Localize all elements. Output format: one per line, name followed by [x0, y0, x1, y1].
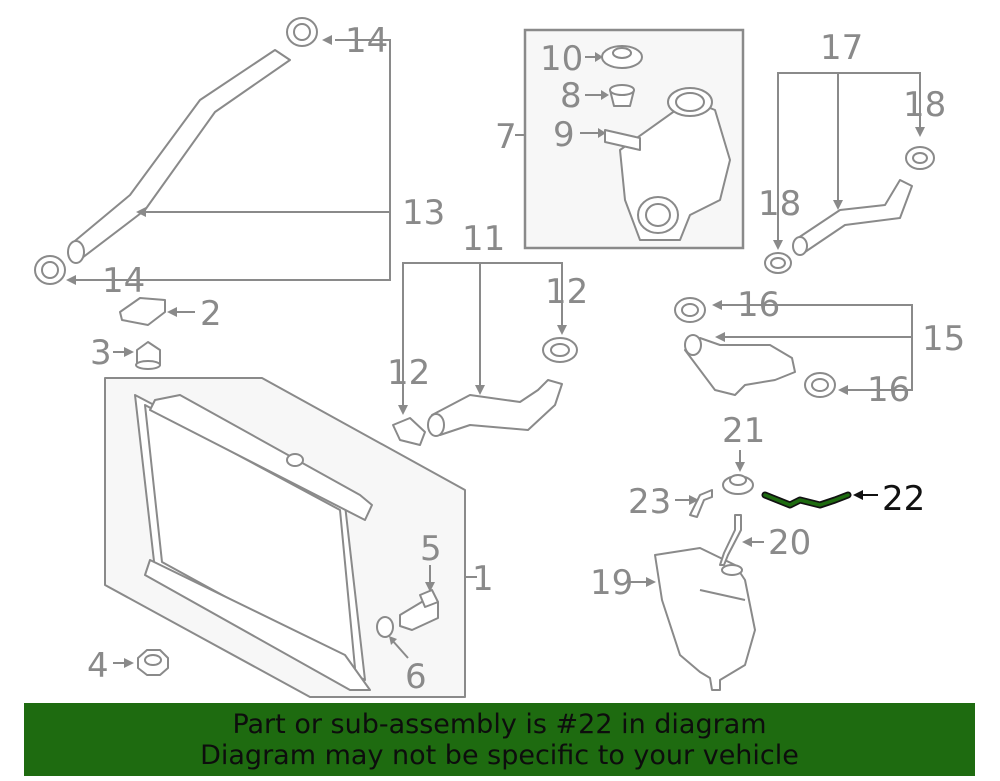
leader-11-12-bracket — [402, 262, 563, 405]
callout-18-right: 18 — [903, 85, 946, 125]
callout-15: 15 — [922, 319, 965, 359]
callout-11: 11 — [462, 219, 505, 259]
callout-14-top: 14 — [345, 21, 388, 61]
part-10-cap — [601, 45, 643, 69]
part-16-clamp-bottom — [804, 372, 836, 398]
part-19-reservoir — [654, 547, 756, 691]
part-14-clamp-top — [286, 17, 318, 47]
leader-6 — [391, 639, 409, 659]
part-17-hose — [792, 179, 913, 256]
callout-19: 19 — [590, 563, 633, 603]
callout-3: 3 — [90, 333, 112, 373]
callout-16-bottom: 16 — [867, 370, 910, 410]
part-7-housing — [604, 87, 731, 241]
part-8-seal — [609, 84, 635, 107]
callout-13: 13 — [402, 193, 445, 233]
callout-23: 23 — [628, 482, 671, 522]
callout-20: 20 — [768, 523, 811, 563]
part-16-clamp-top — [674, 297, 706, 323]
callout-12-left: 12 — [387, 353, 430, 393]
callout-12-right: 12 — [545, 272, 588, 312]
notice-line-1: Part or sub-assembly is #22 in diagram — [232, 709, 767, 740]
callout-7: 7 — [495, 117, 517, 157]
part-1-radiator — [104, 377, 466, 698]
callout-21: 21 — [722, 411, 765, 451]
part-21-cap — [722, 474, 754, 495]
part-6-o-ring — [376, 616, 394, 638]
part-20-tube — [719, 514, 742, 566]
callout-16-top: 16 — [737, 285, 780, 325]
callout-18-left: 18 — [758, 184, 801, 224]
part-2-bracket — [119, 297, 166, 326]
callout-17: 17 — [820, 28, 863, 68]
part-4-nut — [137, 649, 169, 676]
leader-13-14-bracket — [70, 39, 391, 281]
part-3-mount — [135, 341, 161, 370]
part-12-clamp-left — [392, 417, 426, 446]
callout-14-bottom: 14 — [102, 261, 145, 301]
notice-banner: Part or sub-assembly is #22 in diagram D… — [24, 703, 975, 776]
callout-9: 9 — [553, 115, 575, 155]
part-11-lower-hose — [427, 379, 563, 437]
part-14-clamp-bottom — [34, 255, 66, 285]
callout-22-highlighted: 22 — [882, 479, 925, 519]
notice-line-2: Diagram may not be specific to your vehi… — [200, 740, 799, 771]
part-22-hose-highlighted — [761, 491, 852, 509]
part-18-clamp-right — [905, 146, 935, 170]
part-5-drain-cock — [399, 589, 439, 631]
callout-4: 4 — [87, 646, 109, 686]
callout-8: 8 — [560, 76, 582, 116]
callout-10: 10 — [540, 39, 583, 79]
callout-1: 1 — [472, 559, 494, 599]
leader-15-16-bracket — [722, 304, 913, 391]
callout-2: 2 — [200, 294, 222, 334]
part-23-hose — [689, 489, 713, 518]
leader-17-18-bracket — [777, 72, 921, 225]
callout-5: 5 — [420, 529, 442, 569]
callout-6: 6 — [405, 657, 427, 697]
part-12-clamp-right — [542, 337, 578, 363]
part-18-clamp-left — [764, 252, 792, 274]
part-13-upper-hose — [67, 49, 291, 264]
part-15-hose — [684, 334, 796, 396]
